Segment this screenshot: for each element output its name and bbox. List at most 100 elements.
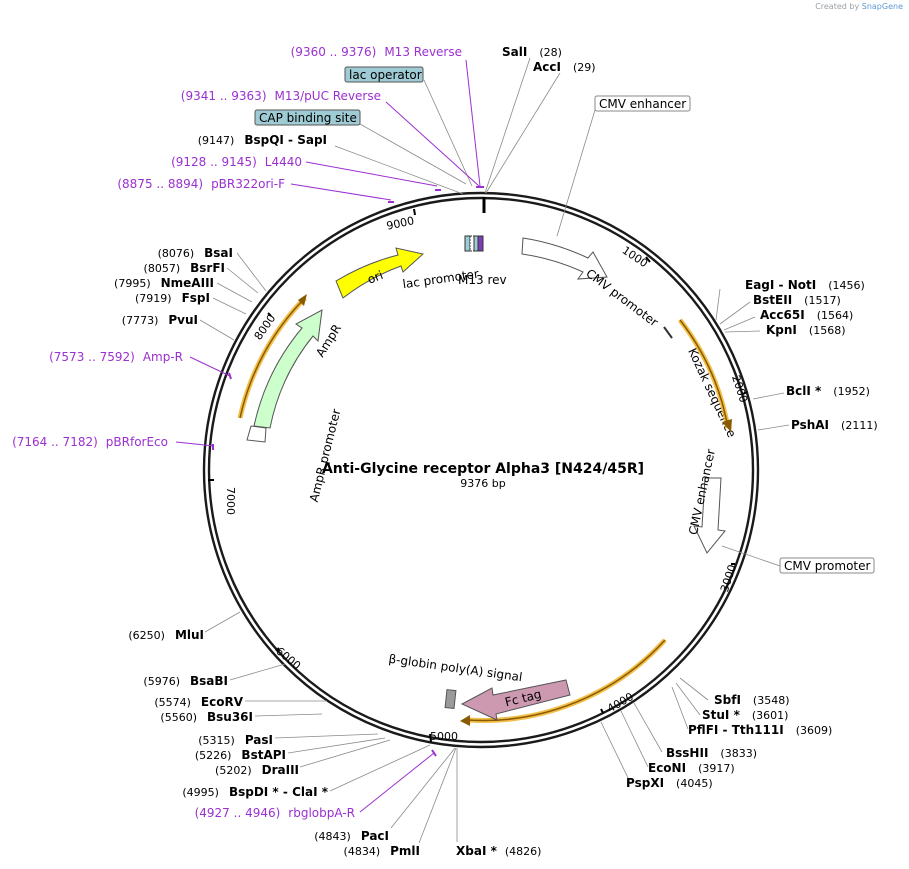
leader-cmv-enhancer-1 xyxy=(556,109,596,237)
cds-arrowhead-2 xyxy=(460,715,470,726)
backbone-inner xyxy=(207,196,755,744)
cds-line-3 xyxy=(239,297,306,419)
leader-sbfi xyxy=(679,677,709,701)
lac-operator-feature xyxy=(473,235,479,252)
boxed-label-cmv-promoter-2: CMV promoter xyxy=(779,557,875,574)
leader-bsabi xyxy=(229,663,286,681)
boxed-label-cmv-enhancer-1: CMV enhancer xyxy=(594,95,691,112)
enzyme-sali: SalI(28) xyxy=(502,45,562,59)
cap-site-feature xyxy=(464,235,471,252)
tick-2000 xyxy=(742,391,748,395)
box-label-cap-site: CAP binding site xyxy=(259,111,357,125)
mark-amp-r xyxy=(228,372,232,380)
enzyme-pasi: (5315)PasI xyxy=(198,733,273,747)
box-label-cmv-enhancer-1: CMV enhancer xyxy=(599,97,686,111)
enzyme-bspdi-clai: (4995)BspDI * - ClaI * xyxy=(182,785,328,799)
cmv-enhancer-arrow-2 xyxy=(693,477,726,554)
leader-rbglobpa-r xyxy=(359,752,435,813)
box-cmv-promoter-2 xyxy=(779,557,875,574)
globin-label: β-globin poly(A) signal xyxy=(388,652,524,685)
plasmid-name: Anti-Glycine receptor Alpha3 [N424/45R] xyxy=(322,461,644,477)
enzyme-acc65i: Acc65I(1564) xyxy=(760,308,853,322)
ori-label: ori xyxy=(365,268,385,287)
enzyme-draiii: (5202)DraIII xyxy=(215,763,299,777)
tick-label-2000: 2000 xyxy=(729,374,750,405)
leader-nmeaiii xyxy=(216,282,253,303)
enzyme-bsu36i: (5560)Bsu36I xyxy=(160,710,253,724)
enzyme-ecorv: (5574)EcoRV xyxy=(154,695,243,709)
tick-4000 xyxy=(600,708,604,714)
enzyme-bsrfi: (8057)BsrFI xyxy=(144,261,225,275)
leader-m13-reverse xyxy=(465,59,481,187)
primer-marks xyxy=(212,186,484,757)
box-label-cmv-promoter-2: CMV promoter xyxy=(784,559,871,573)
leader-paci xyxy=(390,747,456,829)
m13-rev-label: M13 rev xyxy=(458,273,507,287)
leader-pbrforeco xyxy=(175,441,215,447)
leader-bsshii xyxy=(633,702,663,753)
enzyme-fspi: (7919)FspI xyxy=(135,291,210,305)
enzyme-pmli: (4834)PmlI xyxy=(344,844,420,858)
enzyme-pvui: (7773)PvuI xyxy=(122,313,198,327)
mark-rbglobpa-r xyxy=(431,749,437,757)
ori-arrow xyxy=(335,247,425,299)
enzyme-mlui: (6250)MluI xyxy=(128,628,204,642)
tick-label-7000: 7000 xyxy=(224,487,237,515)
tick-8000 xyxy=(267,312,272,317)
leader-pmli xyxy=(418,747,457,844)
box-lac-operator xyxy=(344,66,424,83)
leader-econi xyxy=(620,710,649,768)
tick-label-5000: 5000 xyxy=(430,730,458,743)
enzyme-acci: AccI(29) xyxy=(533,60,596,74)
enzyme-econi: EcoNI(3917) xyxy=(648,761,735,775)
enzyme-paci: (4843)PacI xyxy=(314,829,389,843)
ampr-arrow xyxy=(253,309,323,429)
tick-label-4000: 4000 xyxy=(605,690,636,715)
enzyme-pflfi-tth111i: PflFI - Tth111I(3609) xyxy=(688,723,832,737)
tick-6000 xyxy=(275,647,280,652)
leader-m13-puc-reverse xyxy=(385,101,480,187)
primer-m13-reverse: (9360 .. 9376)M13 Reverse xyxy=(291,45,462,59)
kozak-marker xyxy=(663,326,673,339)
enzyme-sbfi: SbfI(3548) xyxy=(714,693,790,707)
primer-rbglobpa-r: (4927 .. 4946)rbglobpA-R xyxy=(195,806,355,820)
leader-pasi xyxy=(274,733,379,739)
plasmid-size: 9376 bp xyxy=(460,477,505,490)
leader-l4440 xyxy=(305,161,438,187)
boxed-label-cap-site: CAP binding site xyxy=(254,109,361,126)
leader-bsrfi xyxy=(226,267,259,294)
enzyme-kpni: KpnI(1568) xyxy=(766,323,845,337)
primer-l4440: (9128 .. 9145)L4440 xyxy=(171,155,302,169)
leader-bsai xyxy=(236,252,267,292)
leader-bcli xyxy=(752,392,785,400)
leader-kpni xyxy=(724,330,761,333)
leader-pvui xyxy=(199,319,235,341)
leader-eagi xyxy=(715,288,721,321)
leader-mlui xyxy=(204,611,241,633)
enzyme-xbai: XbaI *(4826) xyxy=(456,844,541,858)
primer-pbrforeco: (7164 .. 7182)pBRforEco xyxy=(12,435,168,449)
leader-amp-r xyxy=(189,356,231,377)
credit-brand: SnapGene xyxy=(861,2,903,11)
enzyme-bsabi: (5976)BsaBI xyxy=(143,674,228,688)
primer-pbr322ori-f: (8875 .. 8894)pBR322ori-F xyxy=(117,177,285,191)
leader-bspqi xyxy=(334,145,464,195)
enzyme-nmeaiii: (7995)NmeAIII xyxy=(114,276,214,290)
cds-arrowhead-3 xyxy=(298,294,307,306)
enzyme-bspqi-sapi: (9147)BspQI - SapI xyxy=(198,133,327,147)
tick-9000 xyxy=(413,208,416,216)
enzyme-bsteii: BstEII(1517) xyxy=(753,293,841,307)
leader-draiii xyxy=(299,739,391,768)
enzyme-pshai: PshAI(2111) xyxy=(791,418,878,432)
primer-leaders xyxy=(175,59,481,813)
backbone-outer xyxy=(202,191,760,749)
leader-acc65i xyxy=(723,316,756,331)
fc-tag-arrow xyxy=(460,679,571,721)
leader-stui xyxy=(675,682,701,716)
enzyme-bsshii: BssHII(3833) xyxy=(666,746,757,760)
cds-line-2 xyxy=(466,639,666,722)
leader-bsteii xyxy=(719,301,751,325)
cmv-enhancer-arrow-1 xyxy=(521,237,608,280)
box-cap-site xyxy=(254,109,361,126)
